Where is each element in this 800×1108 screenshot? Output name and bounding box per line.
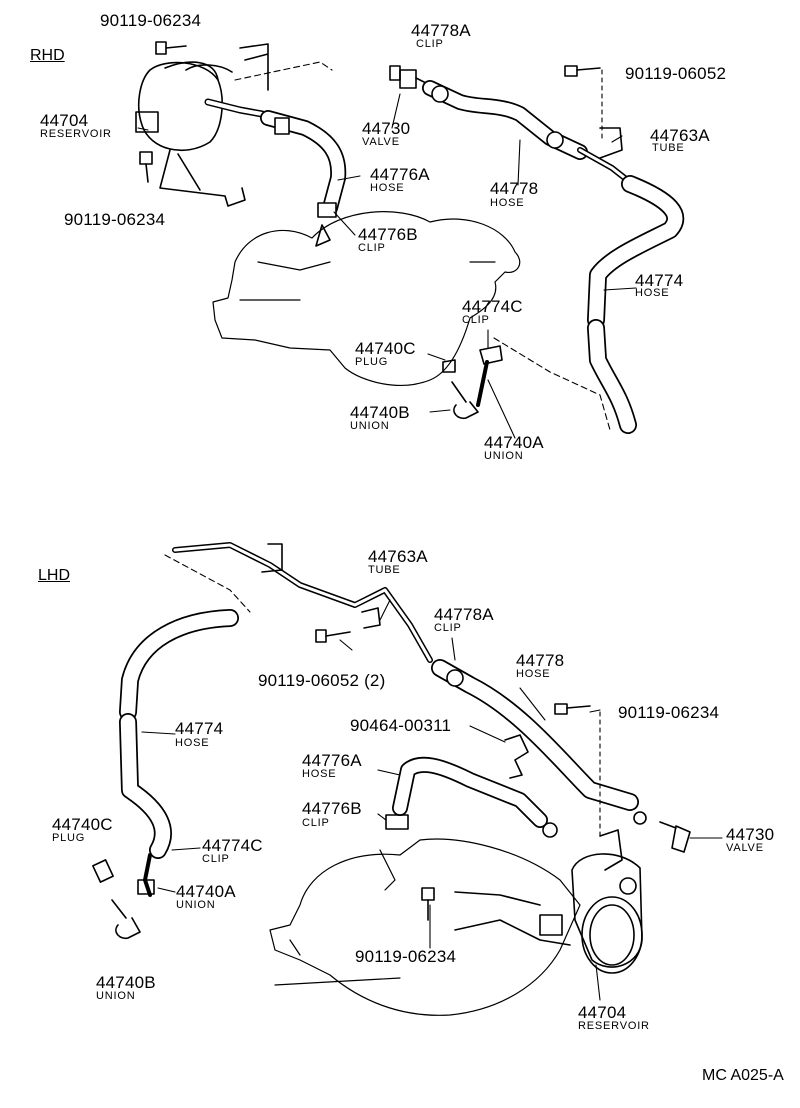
lhd-plug-part-number: 44740C bbox=[52, 815, 113, 834]
lhd-clip-44774c-part-number: 44774C bbox=[202, 836, 263, 855]
rhd-valve-part-number: 44730 bbox=[362, 119, 411, 138]
lhd-clip-44778a-part-name: CLIP bbox=[434, 622, 462, 634]
lhd-clip-44776b-icon bbox=[385, 814, 558, 838]
rhd-hose-44774 bbox=[587, 175, 685, 434]
lhd-bolt-bottom-icon bbox=[421, 887, 435, 921]
rhd-hose-44776a bbox=[260, 110, 347, 218]
lhd-tube-part-name: TUBE bbox=[368, 564, 401, 576]
lhd-bolt-tube-icon bbox=[315, 629, 351, 643]
rhd-bolt-bottom-part-number: 90119-06234 bbox=[64, 210, 166, 229]
rhd-dashed-link bbox=[234, 61, 333, 81]
lhd-bolt-tube-part-number: 90119-06052 (2) bbox=[258, 671, 386, 690]
lhd-clamp-90464 bbox=[504, 734, 529, 779]
lhd-clip-44776b-part-name: CLIP bbox=[302, 817, 330, 829]
rhd-hose-44776a-part-number: 44776A bbox=[370, 165, 430, 184]
lhd-valve-icon bbox=[633, 811, 691, 853]
rhd-section-label: RHD bbox=[30, 47, 65, 64]
rhd-dashed-link-2 bbox=[493, 337, 611, 431]
rhd-hose-44778 bbox=[422, 80, 588, 160]
lhd-hose-44778 bbox=[431, 659, 639, 811]
lhd-hose-44776a-part-name: HOSE bbox=[302, 768, 337, 780]
lhd-reservoir-part-name: RESERVOIR bbox=[578, 1020, 650, 1032]
rhd-tube-part-number: 44763A bbox=[650, 126, 710, 145]
lhd-hose-44778-part-number: 44778 bbox=[516, 651, 565, 670]
lhd-hose-44774-part-number: 44774 bbox=[175, 719, 224, 738]
lhd-union-44740a-part-number: 44740A bbox=[176, 882, 236, 901]
lhd-union-assembly bbox=[92, 853, 155, 940]
lhd-tube-44763a bbox=[172, 542, 433, 663]
rhd-valve-icon bbox=[389, 65, 433, 89]
lhd-hose-44774-part-name: HOSE bbox=[175, 737, 210, 749]
lhd-clip-44776b-part-number: 44776B bbox=[302, 799, 362, 818]
rhd-bolt-bottom-icon bbox=[139, 151, 153, 183]
lhd-hose-44776a bbox=[392, 756, 548, 828]
leader-lines bbox=[137, 93, 723, 1001]
lhd-reservoir bbox=[454, 829, 643, 974]
rhd-clip-44776b-leader bbox=[315, 224, 331, 247]
rhd-clip-44778a-part-name: CLIP bbox=[416, 38, 444, 50]
lhd-hose-44774 bbox=[119, 609, 239, 859]
rhd-hose-44778-part-number: 44778 bbox=[490, 179, 539, 198]
rhd-clip-44774c-part-name: CLIP bbox=[462, 314, 490, 326]
rhd-clip-44776b-part-name: CLIP bbox=[358, 242, 386, 254]
rhd-union-assembly bbox=[442, 345, 516, 439]
lhd-reservoir-part-number: 44704 bbox=[578, 1003, 627, 1022]
rhd-valve-part-name: VALVE bbox=[362, 136, 400, 148]
lhd-union-44740a-part-name: UNION bbox=[176, 899, 216, 911]
lhd-bolt-bottom-part-number: 90119-06234 bbox=[355, 947, 457, 966]
rhd-reservoir bbox=[135, 43, 269, 207]
rhd-union-44740a-part-number: 44740A bbox=[484, 433, 544, 452]
diagram-code: MC A025-A bbox=[702, 1067, 784, 1084]
lhd-valve-part-name: VALVE bbox=[726, 842, 764, 854]
rhd-reservoir-part-number: 44704 bbox=[40, 111, 89, 130]
lhd-clip-44774c-part-name: CLIP bbox=[202, 853, 230, 865]
lhd-plug-part-name: PLUG bbox=[52, 832, 86, 844]
lhd-union-44740b-part-name: UNION bbox=[96, 990, 136, 1002]
rhd-union-44740b-part-number: 44740B bbox=[350, 403, 410, 422]
lhd-bolt-right-part-number: 90119-06234 bbox=[618, 703, 720, 722]
lhd-hose-44776a-part-number: 44776A bbox=[302, 751, 362, 770]
lhd-bolt-right-icon bbox=[554, 703, 601, 841]
rhd-union-44740a-part-name: UNION bbox=[484, 450, 524, 462]
rhd-reservoir-part-name: RESERVOIR bbox=[40, 128, 112, 140]
lhd-valve-part-number: 44730 bbox=[726, 825, 775, 844]
rhd-tube-part-name: TUBE bbox=[652, 142, 685, 154]
lhd-hose-44778-part-name: HOSE bbox=[516, 668, 551, 680]
rhd-union-44740b-part-name: UNION bbox=[350, 420, 390, 432]
lhd-section-label: LHD bbox=[38, 567, 71, 584]
rhd-bolt-top-icon bbox=[155, 41, 187, 55]
lhd-union-44740b-part-number: 44740B bbox=[96, 973, 156, 992]
rhd-hose-44774-part-number: 44774 bbox=[635, 271, 684, 290]
rhd-clip-44774c-part-number: 44774C bbox=[462, 297, 523, 316]
lhd-dashed-link bbox=[164, 554, 251, 613]
rhd-plug-part-name: PLUG bbox=[355, 356, 389, 368]
rhd-hose-44778-part-name: HOSE bbox=[490, 197, 525, 209]
rhd-plug-part-number: 44740C bbox=[355, 339, 416, 358]
rhd-bolt-top-part-number: 90119-06234 bbox=[100, 11, 202, 30]
rhd-clip-44778a-part-number: 44778A bbox=[411, 21, 471, 40]
rhd-clip-44776b-part-number: 44776B bbox=[358, 225, 418, 244]
rhd-hose-44774-part-name: HOSE bbox=[635, 287, 670, 299]
rhd-hose-44776a-part-name: HOSE bbox=[370, 182, 405, 194]
rhd-bolt-right-icon bbox=[564, 65, 603, 141]
rhd-bolt-right-part-number: 90119-06052 bbox=[625, 64, 727, 83]
lhd-tube-part-number: 44763A bbox=[368, 547, 428, 566]
lhd-clip-44778a-part-number: 44778A bbox=[434, 605, 494, 624]
lhd-engine-outline bbox=[269, 838, 581, 1016]
lhd-clamp-part-number: 90464-00311 bbox=[350, 716, 452, 735]
